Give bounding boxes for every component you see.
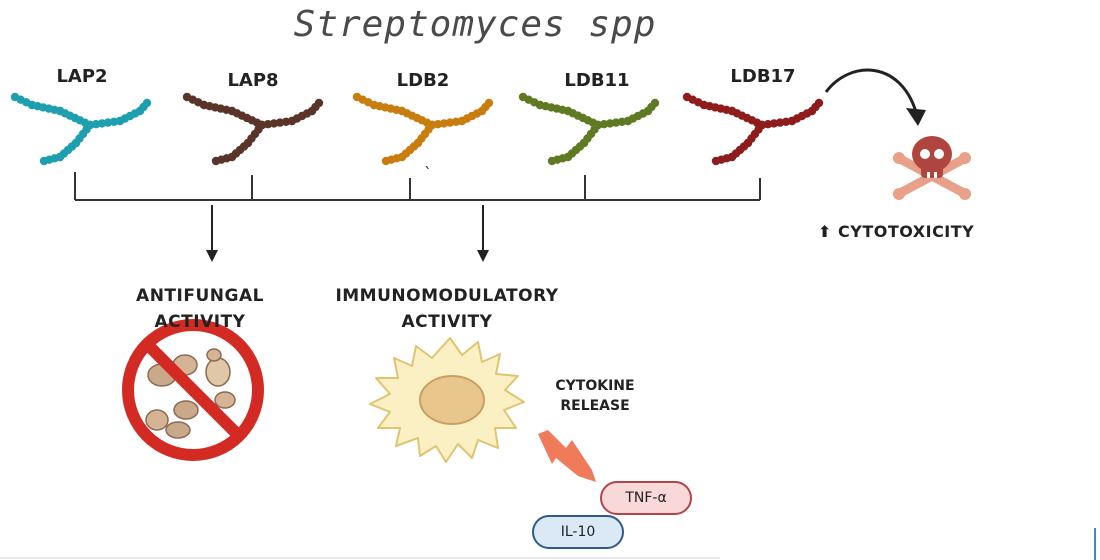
antifungal-line2: ACTIVITY bbox=[154, 312, 246, 332]
filament-ldb17 bbox=[682, 92, 824, 166]
cytotoxicity-text: CYTOTOXICITY bbox=[837, 222, 975, 241]
arrow-to-antifungal bbox=[206, 205, 218, 262]
immunomodulatory-label: IMMUNOMODULATORY ACTIVITY bbox=[312, 283, 582, 335]
antifungal-line1: ANTIFUNGAL bbox=[136, 286, 264, 306]
filament-lap8 bbox=[182, 92, 324, 166]
antifungal-label: ANTIFUNGAL ACTIVITY bbox=[100, 283, 300, 335]
filament-ldb11 bbox=[518, 92, 660, 166]
lightning-arrow-icon bbox=[538, 430, 596, 482]
up-arrow-icon: ⬆ bbox=[818, 222, 832, 241]
arrow-to-cytotoxicity bbox=[824, 68, 926, 126]
arrow-to-immunomodulatory bbox=[477, 205, 489, 262]
il10-pill-shape bbox=[532, 515, 624, 549]
strain-label-ldb17: LDB17 bbox=[730, 66, 796, 87]
no-fungi-icon bbox=[122, 319, 264, 461]
cytotoxicity-label: ⬆ CYTOTOXICITY bbox=[818, 222, 974, 241]
strain-label-lap2: LAP2 bbox=[56, 66, 108, 87]
diagram-title: Streptomyces spp bbox=[293, 4, 657, 45]
streptomyces-filaments bbox=[10, 92, 824, 166]
tnf-pill-shape bbox=[600, 481, 692, 515]
skull-crossbones-icon bbox=[893, 136, 971, 200]
immunomodulatory-line1: IMMUNOMODULATORY bbox=[335, 286, 559, 306]
immune-cell-icon bbox=[369, 337, 525, 463]
strain-bracket bbox=[74, 172, 761, 201]
strain-label-ldb2: LDB2 bbox=[396, 70, 450, 91]
stray-mark: ` bbox=[424, 164, 432, 183]
filament-lap2 bbox=[10, 92, 152, 166]
cytokine-release-line1: CYTOKINE bbox=[555, 378, 635, 394]
strain-label-lap8: LAP8 bbox=[227, 70, 279, 91]
immunomodulatory-line2: ACTIVITY bbox=[401, 312, 493, 332]
tnf-alpha-label: TNF-α bbox=[625, 490, 667, 506]
il10-label: IL-10 bbox=[560, 524, 596, 540]
cytokine-release-label: CYTOKINE RELEASE bbox=[545, 376, 645, 416]
strain-label-ldb11: LDB11 bbox=[564, 70, 630, 91]
filament-ldb2 bbox=[352, 92, 494, 166]
cytokine-release-line2: RELEASE bbox=[560, 398, 630, 414]
